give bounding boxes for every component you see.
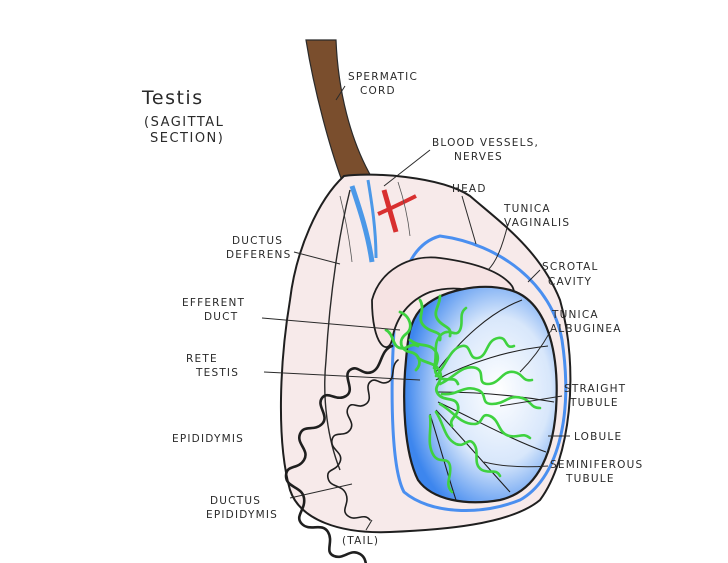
label-efferent-duct: Efferent	[182, 297, 245, 309]
label-tunica-vaginalis-2: Vaginalis	[504, 217, 570, 229]
label-blood-vessels-2: Nerves	[454, 151, 503, 163]
testis-body	[403, 285, 558, 504]
label-lobule: Lobule	[574, 431, 622, 443]
leader-lines	[261, 85, 570, 531]
blood-vessels	[339, 179, 417, 263]
label-blood-vessels: Blood Vessels,	[432, 137, 539, 149]
label-epididymis: Epididymis	[172, 433, 244, 445]
label-ductus-deferens: Ductus	[232, 235, 283, 247]
label-spermatic-cord: Spermatic	[348, 71, 418, 83]
label-scrotal-cavity: Scrotal	[542, 261, 599, 273]
label-tunica-albuginea: Tunica	[551, 309, 599, 321]
label-tunica-vaginalis: Tunica	[503, 203, 551, 215]
label-rete-testis: Rete	[186, 353, 218, 365]
label-seminiferous-tubule-2: Tubule	[565, 473, 615, 485]
label-straight-tubule-2: Tubule	[569, 397, 619, 409]
label-ductus-epididymis: Ductus	[210, 495, 261, 507]
label-ductus-epididymis-2: Epididymis	[206, 509, 278, 521]
label-tunica-albuginea-2: Albuginea	[550, 323, 622, 335]
label-spermatic-cord-2: Cord	[360, 85, 396, 97]
label-seminiferous-tubule: Seminiferous	[550, 459, 643, 471]
title-line3: Section)	[150, 131, 224, 146]
rete-testis	[384, 294, 460, 428]
label-rete-testis-2: Testis	[195, 367, 239, 379]
ductus-deferens	[324, 189, 351, 471]
seminiferous-tubules	[428, 306, 542, 494]
label-head: Head	[452, 183, 487, 195]
ductus-epididymis-inner	[326, 359, 399, 521]
label-efferent-duct-2: Duct	[204, 311, 238, 323]
title-line1: Testis	[141, 87, 204, 109]
ductus-epididymis	[284, 344, 394, 563]
spermatic-cord	[305, 39, 373, 187]
label-ductus-deferens-2: Deferens	[226, 249, 291, 261]
label-straight-tubule: Straight	[564, 383, 626, 395]
label-tail: (Tail)	[342, 535, 379, 547]
title-line2: (Sagittal	[144, 115, 224, 130]
label-scrotal-cavity-2: Cavity	[548, 276, 592, 288]
